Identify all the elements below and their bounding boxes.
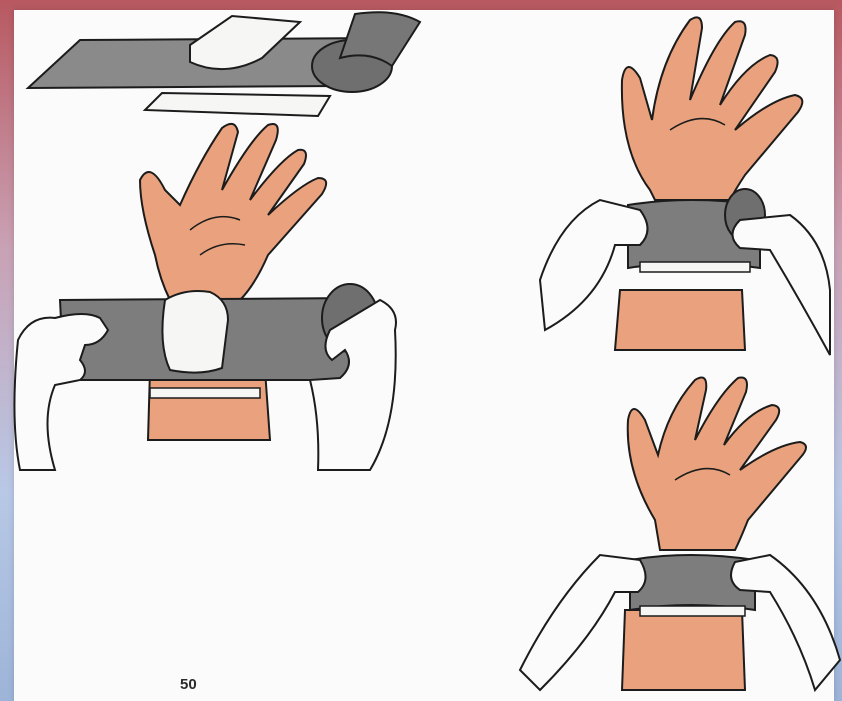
hand-wrapping-bandage-icon [540, 17, 830, 355]
hand-applying-pad-icon [14, 124, 396, 470]
hand-tying-bandage-icon [520, 378, 840, 690]
page-number: 50 [180, 676, 197, 693]
bandage-and-pad-icon [28, 12, 420, 116]
